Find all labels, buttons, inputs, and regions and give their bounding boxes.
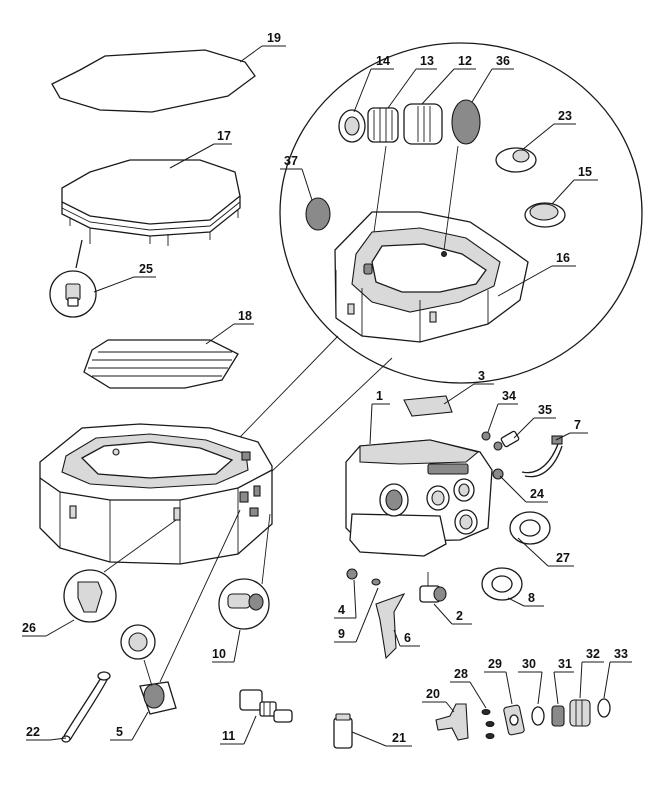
callout-17: 17	[217, 129, 231, 143]
callout-27: 27	[556, 551, 570, 565]
part-2-valve-fitting	[419, 572, 447, 603]
part-3-control-lid	[403, 395, 453, 417]
part-29-plate	[503, 704, 525, 736]
callout-6: 6	[404, 631, 411, 645]
part-17-cover	[61, 159, 241, 269]
part-1-pump-unit	[345, 439, 493, 557]
part-27-gasket-ring	[509, 511, 551, 545]
part-33-o-ring	[597, 698, 611, 718]
callout-13: 13	[420, 54, 434, 68]
part-36-strainer-screen	[451, 99, 481, 145]
part-37-side-cap	[305, 197, 331, 231]
part-23-valve-cap	[495, 147, 537, 173]
callout-30: 30	[522, 657, 536, 671]
part-31-nut	[551, 705, 565, 727]
part-16-spa-wall-inset	[334, 211, 529, 343]
callout-37: 37	[284, 154, 298, 168]
leader-lines	[22, 45, 632, 747]
callout-23: 23	[558, 109, 572, 123]
callout-21: 21	[392, 731, 406, 745]
callout-24: 24	[530, 487, 544, 501]
part-32-fitting	[569, 699, 591, 727]
part-9-clip	[371, 578, 381, 586]
part-35-connector	[493, 430, 520, 451]
part-25-buckle-detail	[49, 270, 97, 318]
part-6-bracket	[375, 592, 406, 660]
callout-9: 9	[338, 627, 345, 641]
part-13-filter-cartridge	[367, 107, 399, 143]
callout-14: 14	[376, 54, 390, 68]
part-21-bottle	[333, 713, 353, 749]
part-14-filter-cap	[338, 109, 366, 143]
part-11-hose-adapter	[239, 689, 293, 723]
part-7-air-hose	[521, 435, 563, 478]
callout-3: 3	[478, 369, 485, 383]
callout-29: 29	[488, 657, 502, 671]
callout-1: 1	[376, 389, 383, 403]
part-26-valve-detail	[63, 519, 177, 623]
callout-5: 5	[116, 725, 123, 739]
callout-36: 36	[496, 54, 510, 68]
callout-labels: 19 17 25 18 14 13 12 36 23 15 37 16 1 3 …	[22, 31, 628, 745]
part-4-screw	[346, 568, 358, 580]
part-34-bolt	[481, 431, 491, 441]
part-19-ground-cloth	[51, 49, 256, 113]
callout-18: 18	[238, 309, 252, 323]
part-30-o-ring	[531, 706, 545, 726]
part-12-filter-housing	[403, 103, 443, 145]
part-22-hose	[61, 671, 111, 743]
part-8-gasket-ring	[481, 567, 523, 601]
callout-32: 32	[586, 647, 600, 661]
callout-11: 11	[222, 729, 235, 743]
callout-4: 4	[338, 603, 345, 617]
part-20-adapter	[435, 703, 469, 741]
callout-35: 35	[538, 403, 552, 417]
callout-8: 8	[528, 591, 535, 605]
callout-19: 19	[267, 31, 281, 45]
part-10-drain-detail	[218, 513, 271, 630]
callout-15: 15	[578, 165, 592, 179]
callout-2: 2	[456, 609, 463, 623]
callout-33: 33	[614, 647, 628, 661]
spa-body-assembled	[39, 423, 273, 565]
callout-31: 31	[558, 657, 572, 671]
callout-16: 16	[556, 251, 570, 265]
callout-22: 22	[26, 725, 40, 739]
callout-25: 25	[139, 262, 153, 276]
callout-7: 7	[574, 418, 581, 432]
callout-26: 26	[22, 621, 36, 635]
part-18-step-board	[83, 339, 239, 389]
callout-34: 34	[502, 389, 516, 403]
part-15-plug	[524, 202, 566, 228]
part-5-valve-assembly	[120, 509, 241, 715]
callout-20: 20	[426, 687, 440, 701]
callout-10: 10	[212, 647, 226, 661]
callout-12: 12	[458, 54, 472, 68]
part-28-screws	[481, 709, 495, 739]
callout-28: 28	[454, 667, 468, 681]
